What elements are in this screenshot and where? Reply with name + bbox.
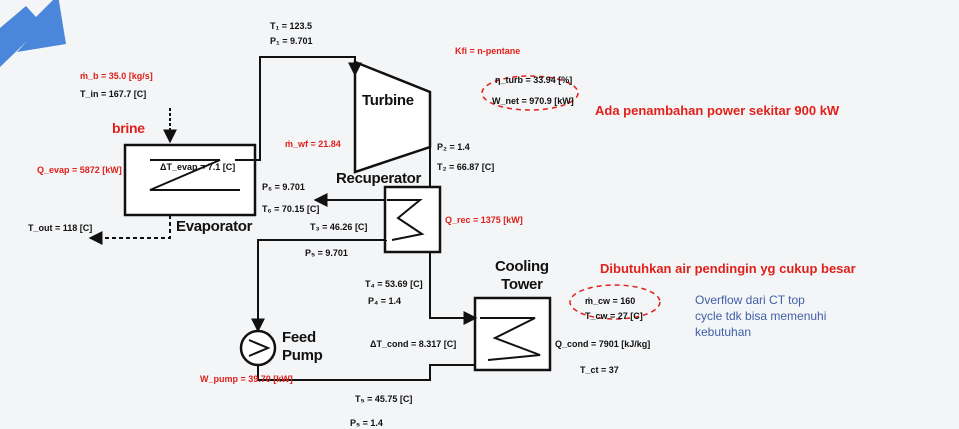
t3-value: T₃ = 46.26 [C] xyxy=(310,222,368,232)
t1-value: T₁ = 123.5 xyxy=(270,21,312,31)
p1-value: P₁ = 9.701 xyxy=(270,36,313,46)
power-note: Ada penambahan power sekitar 900 kW xyxy=(595,103,840,118)
p-bottom-value: P₅ = 1.4 xyxy=(350,418,383,428)
water-highlight xyxy=(569,284,661,320)
evaporator-box xyxy=(123,143,257,217)
evaporator-label: Evaporator xyxy=(176,218,253,235)
cooling-tower-label: Cooling Tower xyxy=(495,258,549,293)
power-highlight xyxy=(481,75,579,111)
cooling-tower-box xyxy=(473,296,552,372)
t-out-value: T_out = 118 [C] xyxy=(28,223,93,233)
p2-value: P₂ = 1.4 xyxy=(437,142,470,152)
efficiency-value: η_turb = 33.94 [%] xyxy=(495,75,573,85)
water-note: Dibutuhkan air pendingin yg cukup besar xyxy=(600,261,856,276)
turbine-label: Turbine xyxy=(362,92,414,109)
blue-arrow-icon xyxy=(0,0,66,67)
evaporator-coil xyxy=(149,159,240,191)
p5-value: P₅ = 9.701 xyxy=(305,248,348,258)
wf-flow-value: ṁ_wf = 21.84 xyxy=(285,139,341,149)
brine-label: brine xyxy=(112,120,145,136)
t4-value: T₄ = 53.69 [C] xyxy=(365,279,423,289)
p4-value: P₄ = 1.4 xyxy=(368,296,402,306)
t-ct-value: T_ct = 37 xyxy=(580,365,619,375)
turbine-shape xyxy=(353,60,432,174)
p6-value: P₆ = 9.701 xyxy=(262,182,305,192)
q-cond-value: Q_cond = 7901 [kJ/kg] xyxy=(555,339,651,349)
cooling-tower-coil xyxy=(480,317,541,361)
flow-lines xyxy=(88,56,478,381)
q-evap-value: Q_evap = 5872 [kW] xyxy=(37,165,122,175)
overflow-note: Overflow dari CT top cycle tdk bisa meme… xyxy=(695,293,827,340)
t-cw-value: T_cw = 27 [C] xyxy=(585,311,643,321)
net-power-value: W_net = 970.9 [kW] xyxy=(492,96,574,106)
brine-flow-value: ṁ_b = 35.0 [kg/s] xyxy=(80,71,153,81)
m-cw-value: ṁ_cw = 160 xyxy=(585,296,636,306)
recuperator-box xyxy=(383,185,442,254)
recuperator-label: Recuperator xyxy=(336,170,422,187)
dt-cond-value: ΔT_cond = 8.317 [C] xyxy=(370,339,457,349)
q-rec-value: Q_rec = 1375 [kW] xyxy=(445,215,523,225)
t6-value: T₆ = 70.15 [C] xyxy=(262,204,320,214)
feed-pump-label: Feed Pump xyxy=(282,329,323,364)
t-in-value: T_in = 167.7 [C] xyxy=(80,89,147,99)
t5-value: T₅ = 45.75 [C] xyxy=(355,394,413,404)
w-pump-value: W_pump = 39.70 [kW] xyxy=(200,374,293,384)
recuperator-coil xyxy=(387,199,425,241)
dt-evap-value: ΔT_evap = 7.1 [C] xyxy=(160,162,236,172)
working-fluid-value: Kfi = n-pentane xyxy=(455,46,521,56)
t2-value: T₂ = 66.87 [C] xyxy=(437,162,495,172)
